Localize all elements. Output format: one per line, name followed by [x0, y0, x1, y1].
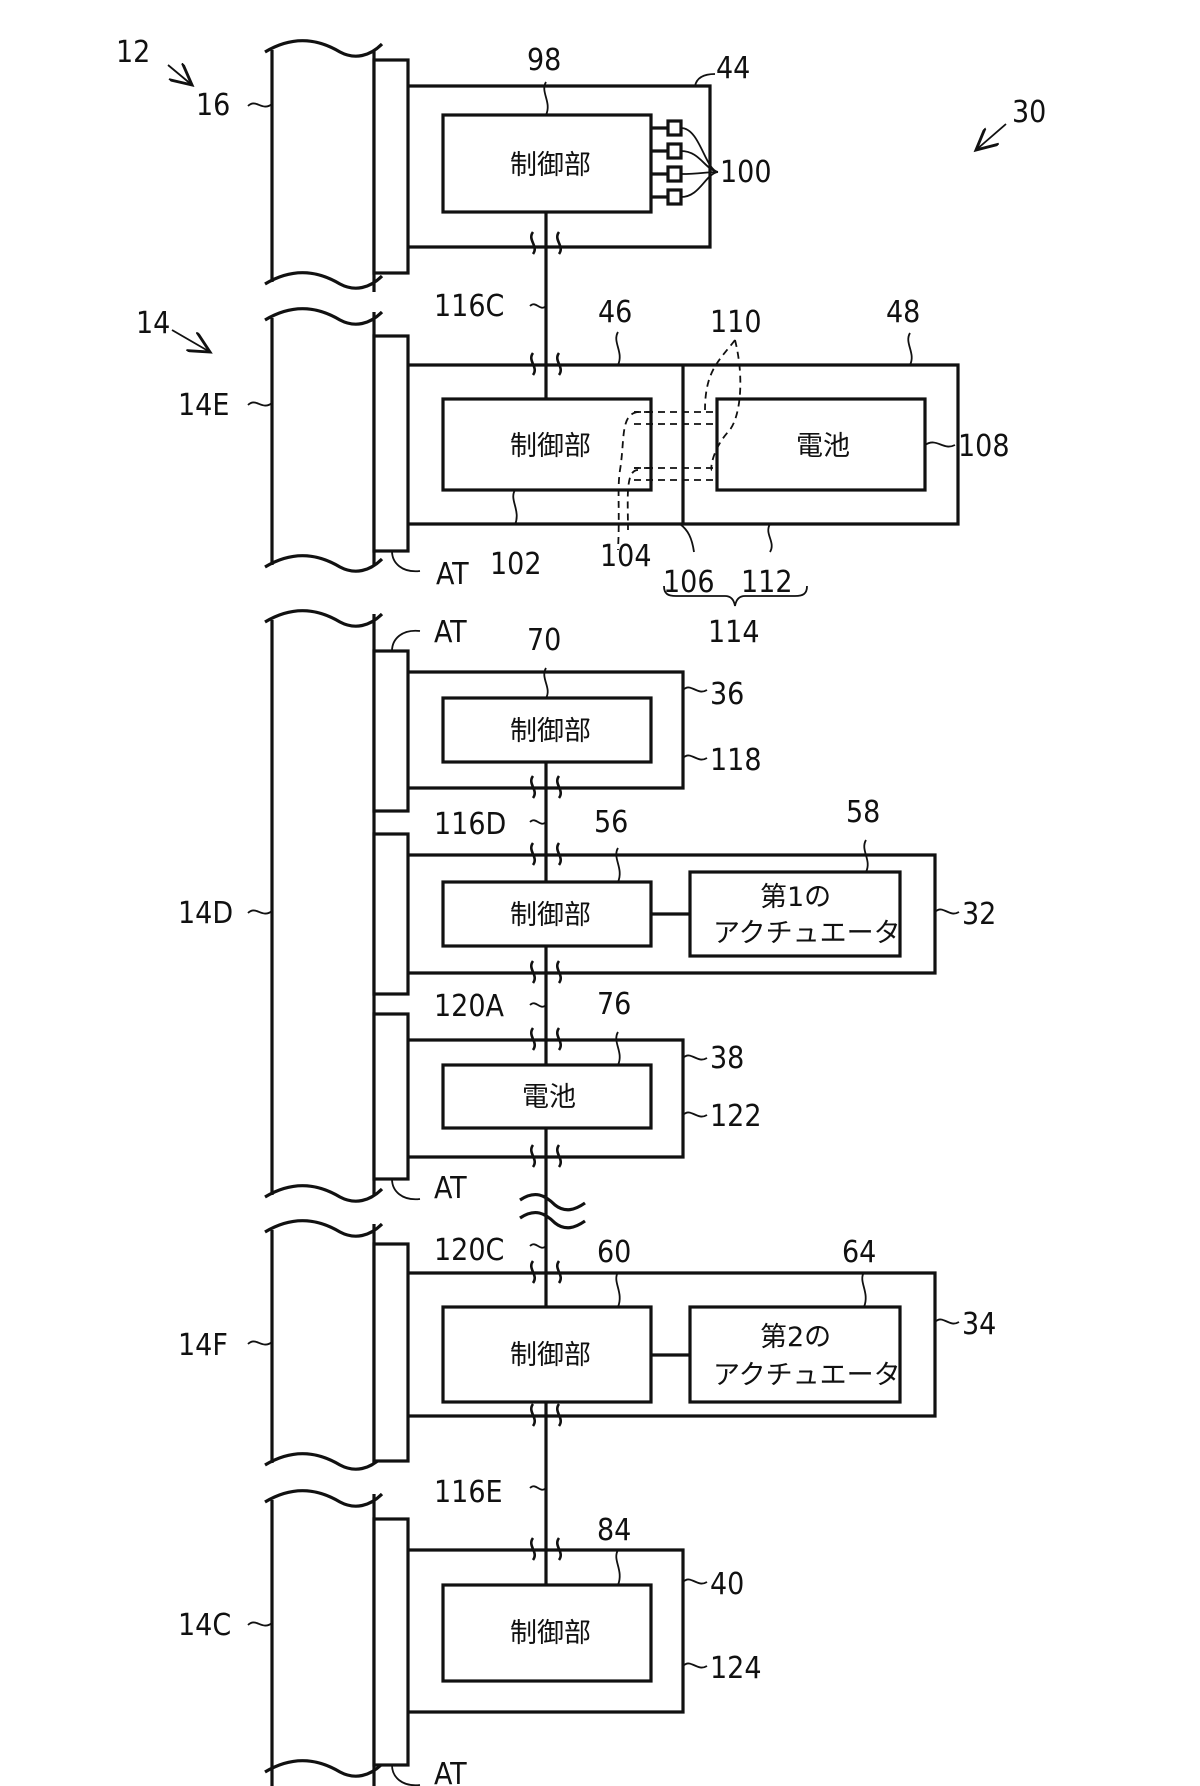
- ref-108: 108: [958, 429, 1010, 464]
- module-46-48: [372, 334, 960, 553]
- ref-116E: 116E: [434, 1475, 503, 1510]
- label-actuator-58-line2: アクチュエータ: [713, 918, 901, 949]
- label-control-84: 制御部: [510, 1618, 591, 1649]
- label-control-70: 制御部: [510, 716, 591, 747]
- ref-AT-4: AT: [434, 1757, 467, 1786]
- ref-116C: 116C: [434, 289, 504, 324]
- control-unit-98: [441, 113, 653, 214]
- label-control-102: 制御部: [510, 431, 591, 462]
- ref-64: 64: [842, 1235, 876, 1270]
- ref-100: 100: [720, 155, 772, 190]
- ref-14C: 14C: [178, 1608, 231, 1643]
- ref-40: 40: [710, 1567, 744, 1602]
- connector-wires: [617, 339, 742, 551]
- brace-114: [663, 585, 808, 607]
- module-32: [372, 832, 937, 996]
- ref-30: 30: [1012, 95, 1046, 130]
- tube-section-16: [264, 39, 384, 292]
- ref-16: 16: [196, 88, 230, 123]
- arrow-12: [167, 65, 192, 85]
- arrow-30: [976, 123, 1007, 150]
- control-unit-84: [441, 1583, 653, 1683]
- ref-76: 76: [597, 987, 631, 1022]
- ref-AT-2: AT: [434, 615, 467, 650]
- tube-section-14E: [264, 307, 384, 573]
- arrow-14: [171, 329, 210, 352]
- actuator-64: [688, 1305, 902, 1404]
- ref-120A: 120A: [434, 989, 505, 1024]
- control-unit-102: [441, 397, 653, 492]
- ref-14F: 14F: [178, 1328, 228, 1363]
- ref-122: 122: [710, 1099, 762, 1134]
- ref-116D: 116D: [434, 807, 506, 842]
- ref-114: 114: [708, 615, 760, 650]
- battery-108: [715, 397, 927, 492]
- module-36: [372, 649, 685, 813]
- ref-60: 60: [597, 1235, 631, 1270]
- ref-AT-1: AT: [436, 557, 469, 592]
- ref-84: 84: [597, 1513, 631, 1548]
- label-control-56: 制御部: [510, 900, 591, 931]
- control-unit-60: [441, 1305, 653, 1404]
- ref-32: 32: [962, 897, 996, 932]
- tube-section-14F: [264, 1219, 384, 1471]
- ref-110: 110: [710, 305, 762, 340]
- label-battery-76: 電池: [522, 1082, 576, 1113]
- module-34: [372, 1242, 937, 1463]
- ref-14: 14: [136, 306, 170, 341]
- ref-34: 34: [962, 1307, 996, 1342]
- cable-bus: [519, 212, 586, 1585]
- module-44: [372, 58, 719, 275]
- ref-104: 104: [600, 539, 652, 574]
- ref-120C: 120C: [434, 1233, 504, 1268]
- label-control-98: 制御部: [510, 150, 591, 181]
- ref-12: 12: [116, 35, 150, 70]
- ref-14E: 14E: [178, 388, 229, 423]
- ref-70: 70: [527, 623, 561, 658]
- ref-98: 98: [527, 43, 561, 78]
- ref-118: 118: [710, 743, 762, 778]
- tube-section-14D: [264, 609, 384, 1203]
- label-actuator-64-line2: アクチュエータ: [713, 1360, 901, 1391]
- ref-46: 46: [598, 295, 632, 330]
- label-actuator-64-line1: 第2の: [760, 1322, 831, 1353]
- tube-section-14C: [264, 1489, 384, 1786]
- ref-58: 58: [846, 795, 880, 830]
- ref-48: 48: [886, 295, 920, 330]
- terminals-100: [651, 119, 719, 206]
- ref-106: 106: [663, 565, 715, 600]
- label-battery-108: 電池: [796, 431, 850, 462]
- label-control-60: 制御部: [510, 1340, 591, 1371]
- ref-AT-3: AT: [434, 1171, 467, 1206]
- label-actuator-58-line1: 第1の: [760, 882, 831, 913]
- ref-112: 112: [741, 565, 793, 600]
- ref-38: 38: [710, 1041, 744, 1076]
- ref-124: 124: [710, 1651, 762, 1686]
- ref-102: 102: [490, 547, 542, 582]
- leader-lines: [247, 73, 960, 1786]
- module-40: [372, 1517, 685, 1767]
- ref-56: 56: [594, 805, 628, 840]
- ref-36: 36: [710, 677, 744, 712]
- ref-44: 44: [716, 51, 750, 86]
- ref-14D: 14D: [178, 896, 233, 931]
- actuator-58: [688, 870, 902, 958]
